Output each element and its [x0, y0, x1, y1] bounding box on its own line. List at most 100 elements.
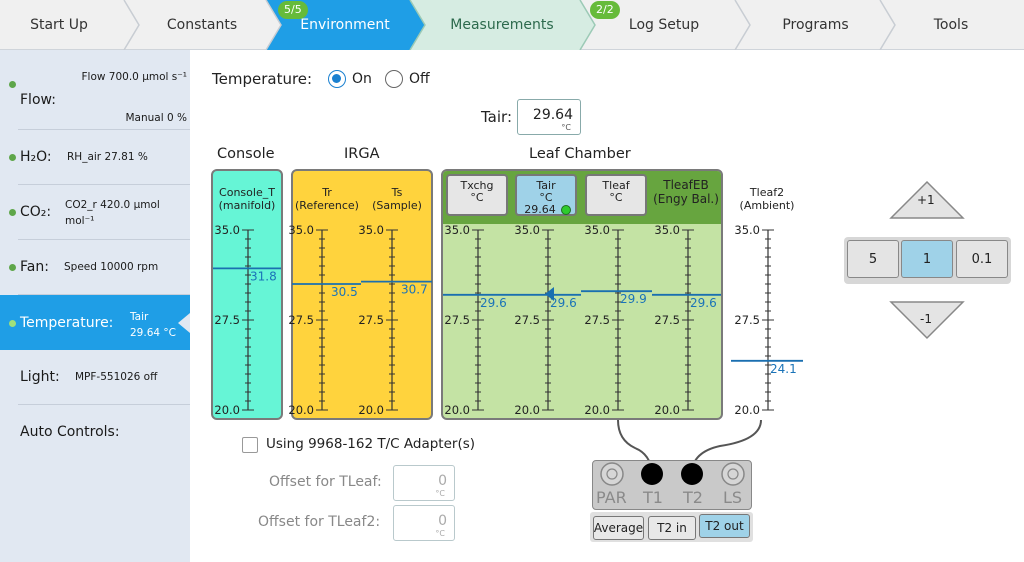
- column-title: Txchg: [460, 179, 494, 192]
- tleafeb-header: TleafEB (Engy Bal.): [650, 178, 722, 206]
- sidebar-item-label: Light:: [20, 369, 60, 385]
- column-subtitle: °C: [539, 191, 553, 204]
- offset-tleaf-label: Offset for TLeaf:: [269, 474, 382, 490]
- tleaf2-tick-label: 27.5: [734, 313, 760, 327]
- console-t-header: Console_T (manifold): [213, 186, 281, 212]
- offset-tleaf2-input[interactable]: 0 °C: [393, 505, 455, 541]
- status-indicator: [561, 205, 571, 215]
- offset-tleaf-value: 0: [438, 473, 447, 489]
- tleaf2-header: Tleaf2 (Ambient): [731, 186, 803, 212]
- step-0-1-button[interactable]: 0.1: [956, 240, 1008, 278]
- sidebar-item-label: Auto Controls:: [20, 424, 120, 440]
- tair-reading-row: 29.64: [517, 204, 575, 216]
- temperature-name: Tair: [130, 311, 149, 323]
- sidebar-item-flow[interactable]: Flow: Flow 700.0 µmol s⁻¹ Manual 0 %: [0, 50, 190, 130]
- decrement-button[interactable]: [889, 300, 965, 340]
- increment-label: +1: [917, 193, 935, 207]
- column-subtitle: (Sample): [372, 199, 422, 212]
- nav-separator: [265, 0, 282, 50]
- nav-tab-measurements-bg: [410, 0, 595, 50]
- console-group-title: Console: [217, 146, 275, 162]
- tab-constants[interactable]: Constants: [166, 17, 238, 33]
- tair-reading: 29.64: [524, 203, 556, 216]
- port-ls-label: LS: [723, 488, 743, 507]
- sidebar-item-auto-controls[interactable]: Auto Controls:: [0, 405, 190, 460]
- sidebar-item-h2o[interactable]: H₂O: RH_air 27.81 %: [0, 130, 190, 185]
- average-button[interactable]: Average: [593, 516, 644, 540]
- column-title: Console_T: [219, 186, 275, 199]
- port-par-label: PAR: [596, 488, 627, 507]
- temperature-on-radio[interactable]: [328, 70, 346, 88]
- column-title: Tr: [322, 186, 332, 199]
- sidebar-item-label: Fan:: [20, 259, 49, 275]
- temperature-off-radio[interactable]: [385, 70, 403, 88]
- tleaf-sensor-button[interactable]: Tleaf °C: [585, 174, 647, 216]
- tr-header: Tr (Reference): [291, 186, 363, 212]
- console-panel: [211, 169, 283, 420]
- sidebar-item-temperature[interactable]: Temperature: Tair 29.64 °C: [0, 295, 190, 350]
- column-title: Ts: [391, 186, 403, 199]
- sidebar-item-fan[interactable]: Fan: Speed 10000 rpm: [0, 240, 190, 295]
- tab-start-up[interactable]: Start Up: [30, 17, 88, 33]
- t2-in-button[interactable]: T2 in: [648, 516, 696, 540]
- tab-environment[interactable]: Environment: [300, 17, 390, 33]
- step-1-button[interactable]: 1: [901, 240, 953, 278]
- co2-unit: mol⁻¹: [65, 215, 95, 227]
- sidebar-item-co2[interactable]: CO₂: CO2_r 420.0 µmol mol⁻¹: [0, 185, 190, 240]
- column-title: Tleaf: [602, 179, 630, 192]
- fan-value: Speed 10000 rpm: [64, 261, 159, 273]
- sidebar-item-light[interactable]: Light: MPF-551026 off: [0, 350, 190, 405]
- light-value: MPF-551026 off: [75, 371, 158, 383]
- status-dot: [9, 154, 16, 161]
- tleaf2-tick-label: 35.0: [734, 223, 760, 237]
- tair-target-value: 29.64: [532, 107, 573, 123]
- temperature-off-label: Off: [409, 71, 430, 87]
- t2-out-button[interactable]: T2 out: [699, 514, 750, 538]
- column-subtitle: (Ambient): [739, 199, 795, 212]
- tab-log-setup[interactable]: Log Setup: [628, 17, 700, 33]
- tair-target-input[interactable]: 29.64 °C: [517, 99, 581, 135]
- irga-group-title: IRGA: [344, 146, 380, 162]
- setpoint-arrow-icon: [545, 287, 554, 301]
- step-5-button[interactable]: 5: [847, 240, 899, 278]
- offset-tleaf-input[interactable]: 0 °C: [393, 465, 455, 501]
- active-pointer: [178, 313, 190, 333]
- sidebar-item-label: Temperature:: [20, 315, 114, 331]
- column-title: Tleaf2: [749, 186, 785, 199]
- sidebar-item-label: CO₂:: [20, 204, 52, 220]
- divider: [18, 239, 190, 240]
- tair-sensor-button[interactable]: Tair °C 29.64: [515, 174, 577, 216]
- column-title: TleafEB: [663, 178, 709, 192]
- tair-target-unit: °C: [561, 123, 571, 132]
- status-dot: [9, 81, 16, 88]
- irga-panel: [291, 169, 433, 420]
- tc-adapter-checkbox[interactable]: [242, 437, 258, 453]
- divider: [18, 184, 190, 185]
- status-dot: [9, 209, 16, 216]
- decrement-label: -1: [920, 312, 932, 326]
- divider: [18, 294, 190, 295]
- status-dot: [9, 264, 16, 271]
- top-navigation: Start Up Constants Environment 5/5 Measu…: [0, 0, 1024, 50]
- tab-programs[interactable]: Programs: [782, 17, 849, 33]
- nav-separator: [579, 0, 596, 50]
- column-subtitle: (Engy Bal.): [653, 192, 719, 206]
- column-subtitle: (Reference): [295, 199, 359, 212]
- nav-separator: [123, 0, 140, 50]
- sidebar: Flow: Flow 700.0 µmol s⁻¹ Manual 0 % H₂O…: [0, 50, 190, 562]
- column-subtitle: (manifold): [218, 199, 276, 212]
- nav-separator: [734, 0, 751, 50]
- divider: [18, 404, 190, 405]
- increment-button[interactable]: [889, 180, 965, 220]
- temperature-on-label: On: [352, 71, 372, 87]
- tab-measurements[interactable]: Measurements: [450, 17, 554, 33]
- nav-separator: [409, 0, 426, 50]
- flow-value: Flow 700.0 µmol s⁻¹: [81, 71, 187, 83]
- txchg-sensor-button[interactable]: Txchg °C: [446, 174, 508, 216]
- tab-tools[interactable]: Tools: [933, 17, 969, 33]
- column-subtitle: °C: [470, 191, 484, 204]
- sidebar-item-label: Flow:: [20, 92, 56, 108]
- tair-target-label: Tair:: [481, 108, 512, 126]
- divider: [18, 129, 190, 130]
- co2-value: CO2_r 420.0 µmol: [65, 199, 160, 211]
